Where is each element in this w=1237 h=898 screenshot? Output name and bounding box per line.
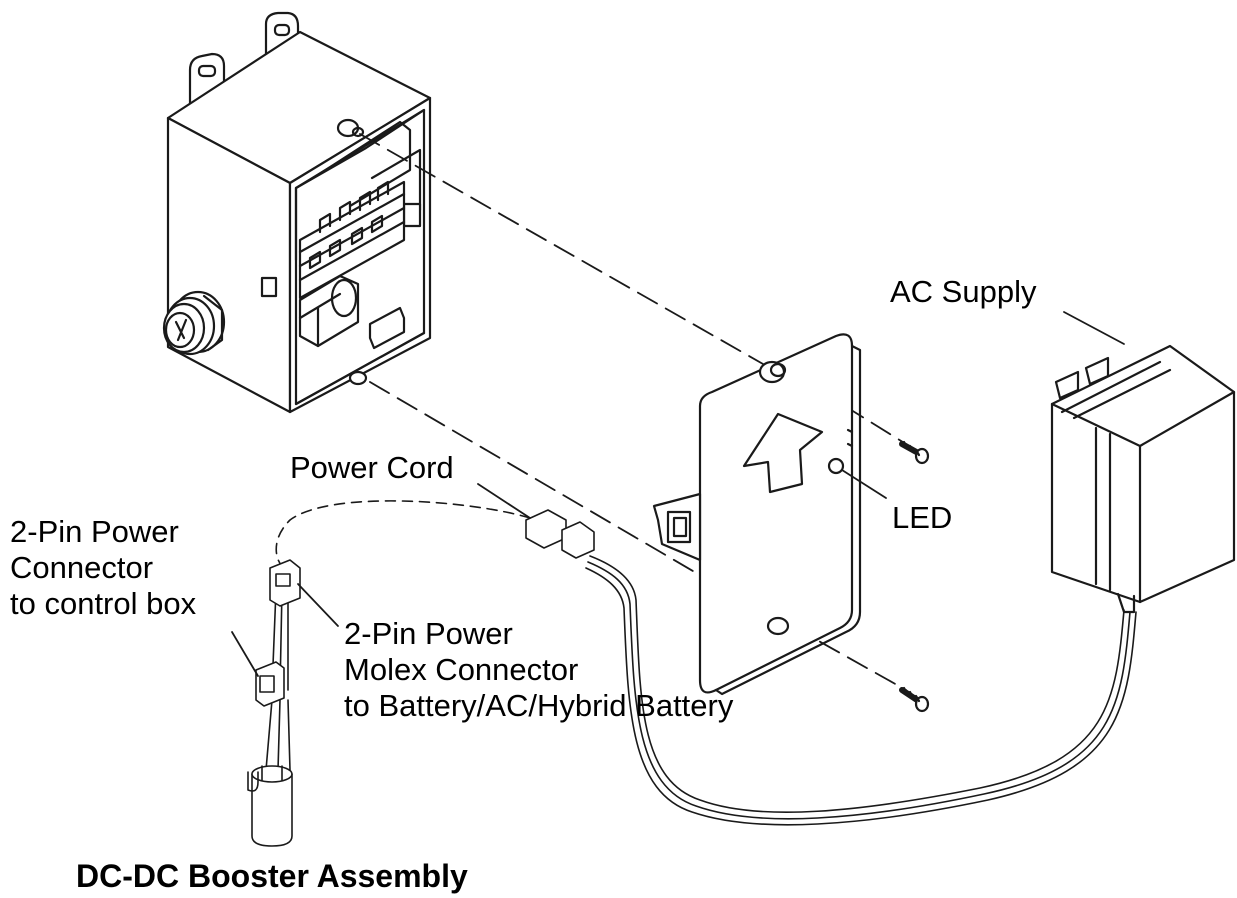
label-molex-connector-line3: to Battery/AC/Hybrid Battery <box>344 688 734 723</box>
label-molex-connector: 2-Pin Power Molex Connector to Battery/A… <box>344 616 733 724</box>
battery-module <box>652 333 862 696</box>
label-molex-connector-line1: 2-Pin Power <box>344 616 513 651</box>
cables <box>247 500 1137 847</box>
label-molex-connector-line2: Molex Connector <box>344 652 579 687</box>
ac-supply-adapter <box>1050 344 1236 614</box>
label-control-box-connector: 2-Pin Power Connector to control box <box>10 514 196 622</box>
label-ac-supply: AC Supply <box>890 274 1036 310</box>
label-led-text: LED <box>892 500 953 535</box>
label-led: LED <box>892 500 952 536</box>
leader-lines <box>231 311 1125 677</box>
label-control-box-connector-line3: to control box <box>10 586 197 621</box>
label-power-cord-text: Power Cord <box>290 450 454 485</box>
label-ac-supply-text: AC Supply <box>890 274 1037 309</box>
label-booster-assembly-text: DC-DC Booster Assembly <box>76 858 468 894</box>
label-control-box-connector-line1: 2-Pin Power <box>10 514 179 549</box>
screw-top <box>899 440 930 465</box>
control-box <box>162 11 432 414</box>
label-control-box-connector-line2: Connector <box>10 550 154 585</box>
label-booster-assembly: DC-DC Booster Assembly <box>76 858 468 894</box>
label-power-cord: Power Cord <box>290 450 454 486</box>
screw-bottom <box>899 686 930 713</box>
